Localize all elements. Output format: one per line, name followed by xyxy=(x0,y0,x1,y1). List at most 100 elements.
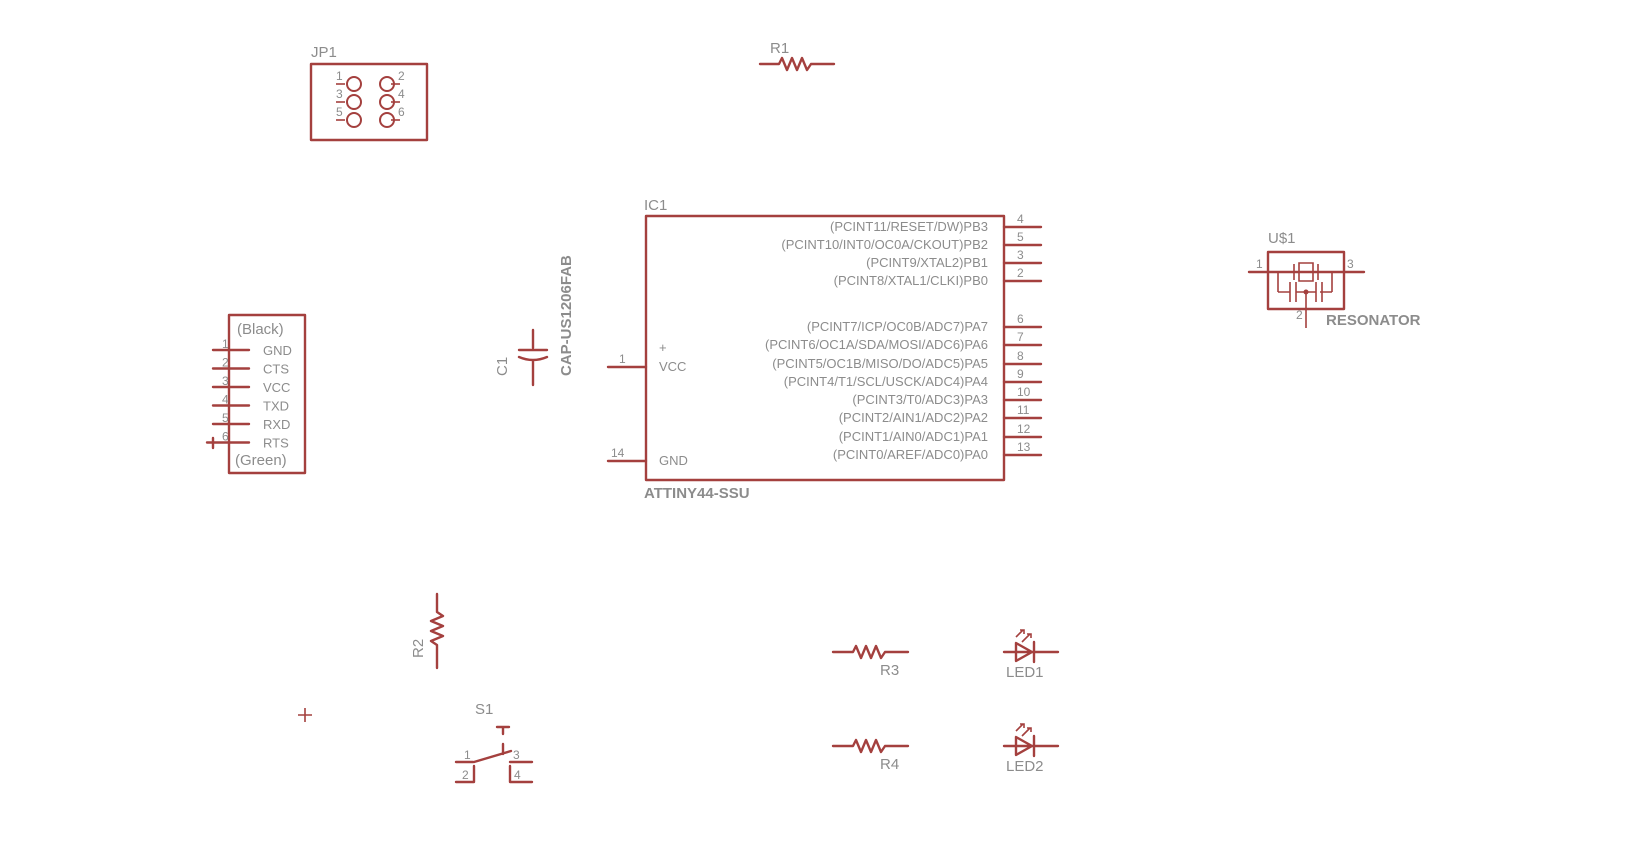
led1-symbol xyxy=(1002,640,1060,664)
ic1-right-pin-num: 12 xyxy=(1017,422,1031,436)
ic1-body xyxy=(644,214,1006,482)
s1-symbol xyxy=(454,725,534,784)
ic1-right-pin-label: (PCINT5/OC1B/MISO/DO/ADC5)PA5 xyxy=(772,356,988,371)
ic1-right-pin-num: 11 xyxy=(1017,403,1030,417)
u1-pin-2: 2 xyxy=(1296,308,1303,322)
ftdi-bottom-label: (Green) xyxy=(235,452,287,469)
ic1-value: ATTINY44-SSU xyxy=(644,485,750,502)
led2-name: LED2 xyxy=(1006,758,1044,775)
ic1-right-pin-num: 3 xyxy=(1017,248,1024,262)
ftdi-pin-label: RTS xyxy=(263,436,289,451)
ic1-right-pin-num: 8 xyxy=(1017,349,1024,363)
ftdi-pin-label: VCC xyxy=(263,380,290,395)
r1-symbol xyxy=(758,56,836,72)
r1-name: R1 xyxy=(770,40,789,57)
jp1-pin-5: 5 xyxy=(336,105,343,119)
r1-resistor[interactable]: R1 xyxy=(758,40,836,72)
c1-symbol xyxy=(517,328,549,387)
ic1-left-pin-num-1: 1 xyxy=(619,352,626,366)
ic1-right-pin-label: (PCINT4/T1/SCL/USCK/ADC4)PA4 xyxy=(784,374,988,389)
jp1-pad-1 xyxy=(346,76,362,92)
jp1-header[interactable]: JP1 1 2 3 4 5 6 xyxy=(309,44,429,142)
u1-resonator[interactable]: U$1 1 2 3 RESONATOR xyxy=(1247,230,1421,329)
r3-resistor[interactable]: R3 xyxy=(831,644,910,679)
ftdi-pin-num: 5 xyxy=(222,411,229,425)
r4-name: R4 xyxy=(880,756,899,773)
ic1-left-pin-label-vcc: VCC xyxy=(659,359,686,374)
ic1-left-pin-num-14: 14 xyxy=(611,446,625,460)
ftdi-body xyxy=(227,313,307,475)
ic1-right-pin-label: (PCINT8/XTAL1/CLKI)PB0 xyxy=(834,273,988,288)
jp1-pin-2: 2 xyxy=(398,69,405,83)
s1-name: S1 xyxy=(475,701,493,718)
r4-resistor[interactable]: R4 xyxy=(831,738,910,773)
c1-value: CAP-US1206FAB xyxy=(558,255,575,376)
ftdi-pin-num: 2 xyxy=(222,356,229,370)
jp1-pad-3 xyxy=(346,94,362,110)
r3-symbol xyxy=(831,644,910,660)
jp1-pin-3: 3 xyxy=(336,87,343,101)
led2-light-arrows xyxy=(1015,723,1032,737)
ic1-right-pin-num: 2 xyxy=(1017,266,1024,280)
jp1-pin-1: 1 xyxy=(336,69,343,83)
ic1-right-pin-label: (PCINT3/T0/ADC3)PA3 xyxy=(852,392,988,407)
ftdi-pin-num: 1 xyxy=(222,337,229,351)
u1-pin-3: 3 xyxy=(1347,257,1354,271)
c1-name: C1 xyxy=(494,357,511,376)
u1-value: RESONATOR xyxy=(1326,312,1421,329)
ic1-right-pin-num: 6 xyxy=(1017,312,1024,326)
ic1-name: IC1 xyxy=(644,197,667,214)
u1-pin-1: 1 xyxy=(1256,257,1263,271)
u1-junction xyxy=(1303,289,1309,295)
ic1-left-pin-label-gnd: GND xyxy=(659,453,688,468)
ic1-right-pin-label: (PCINT2/AIN1/ADC2)PA2 xyxy=(839,410,988,425)
ic1-right-pin-num: 4 xyxy=(1017,212,1024,226)
s1-pin-1: 1 xyxy=(464,748,471,762)
ic1-right-pin-label: (PCINT9/XTAL2)PB1 xyxy=(866,255,988,270)
ic1-right-pin-num: 10 xyxy=(1017,385,1031,399)
jp1-pad-2 xyxy=(379,76,395,92)
c1-capacitor[interactable]: C1 CAP-US1206FAB xyxy=(494,255,575,387)
r2-name: R2 xyxy=(410,639,427,658)
ic1-right-pin-label: (PCINT6/OC1A/SDA/MOSI/ADC6)PA6 xyxy=(765,337,988,352)
ic1-right-pin-num: 5 xyxy=(1017,230,1024,244)
ftdi-header[interactable]: (Black) (Green) 1 GND 2 CTS 3 VCC 4 TXD 5 RXD 6 RTS xyxy=(205,313,307,475)
r4-symbol xyxy=(831,738,910,754)
s1-switch[interactable]: S1 1 2 3 4 xyxy=(454,701,534,784)
jp1-name: JP1 xyxy=(311,44,337,61)
r3-name: R3 xyxy=(880,662,899,679)
ic1-plus-mark: + xyxy=(659,340,667,355)
jp1-pad-5 xyxy=(346,112,362,128)
led1-name: LED1 xyxy=(1006,664,1044,681)
ic1-right-pin-num: 9 xyxy=(1017,367,1024,381)
ic1-right-pin-num: 7 xyxy=(1017,330,1024,344)
ftdi-top-label: (Black) xyxy=(237,321,284,338)
ftdi-pin-label: TXD xyxy=(263,399,289,414)
s1-pin-3: 3 xyxy=(513,748,520,762)
ic1-right-pin-num: 13 xyxy=(1017,440,1031,454)
jp1-pin-6: 6 xyxy=(398,105,405,119)
ic1-right-pin-label: (PCINT10/INT0/OC0A/CKOUT)PB2 xyxy=(781,237,988,252)
led2[interactable]: LED2 xyxy=(1002,723,1060,775)
led1[interactable]: LED1 xyxy=(1002,629,1060,681)
u1-crystal-symbol xyxy=(1293,262,1319,282)
ic1-right-pin-label: (PCINT0/AREF/ADC0)PA0 xyxy=(833,447,988,462)
ftdi-pin-num: 4 xyxy=(222,393,229,407)
ic1-attiny44[interactable]: IC1 ATTINY44-SSU 1 14 VCC GND + 4 (PCINT1… xyxy=(606,197,1043,502)
s1-pin-2: 2 xyxy=(462,768,469,782)
ftdi-pin-num: 6 xyxy=(222,430,229,444)
jp1-pad-4 xyxy=(379,94,395,110)
ic1-right-pin-label: (PCINT7/ICP/OC0B/ADC7)PA7 xyxy=(807,319,988,334)
led1-light-arrows xyxy=(1015,629,1032,643)
ftdi-pin-num: 3 xyxy=(222,374,229,388)
led2-symbol xyxy=(1002,734,1060,758)
r2-resistor[interactable]: R2 xyxy=(410,592,445,670)
u1-name: U$1 xyxy=(1268,230,1296,247)
ftdi-pin-label: CTS xyxy=(263,362,289,377)
ftdi-pin-label: GND xyxy=(263,343,292,358)
r2-symbol xyxy=(429,592,445,670)
jp1-pin-4: 4 xyxy=(398,87,405,101)
ftdi-pin-label: RXD xyxy=(263,417,290,432)
ic1-right-pin-label: (PCINT11/RESET/DW)PB3 xyxy=(830,219,988,234)
